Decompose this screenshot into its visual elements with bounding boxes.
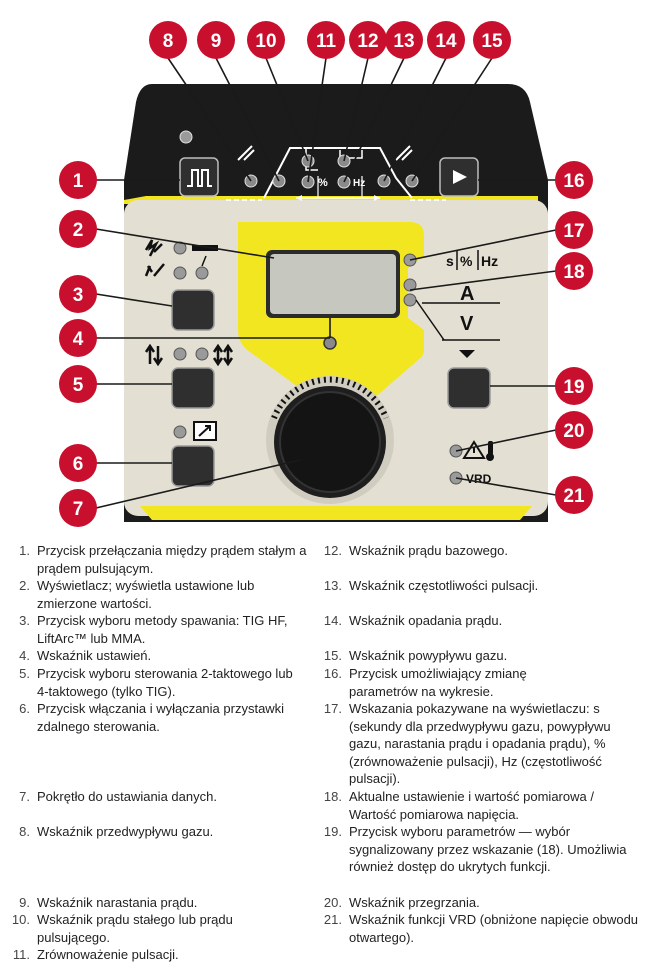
data-knob[interactable] [266, 376, 394, 504]
callout-4: 4 [59, 319, 97, 357]
pulse-mode-button[interactable] [179, 157, 219, 197]
play-arrow-icon [453, 170, 467, 184]
legend: 1.Przycisk przełączania między prądem st… [11, 543, 639, 962]
unit-percent-label: % [460, 253, 473, 269]
mma-icon [192, 245, 218, 251]
callout-6: 6 [59, 444, 97, 482]
svg-text:5: 5 [73, 375, 84, 396]
svg-text:3: 3 [73, 285, 84, 306]
accent-strip-bottom [140, 506, 532, 520]
graph-hz-label: Hz [353, 178, 365, 189]
volts-label: V [460, 313, 474, 335]
svg-text:19: 19 [563, 377, 584, 398]
callout-21: 21 [555, 476, 593, 514]
svg-text:14: 14 [435, 31, 457, 52]
svg-text:17: 17 [563, 221, 584, 242]
trigger-mode-button[interactable] [171, 367, 215, 409]
svg-text:15: 15 [481, 31, 503, 52]
callout-3: 3 [59, 275, 97, 313]
callout-badges: 8 9 10 11 12 13 14 15 1 2 3 4 5 6 7 16 1… [59, 21, 593, 527]
unit-s-label: s [446, 253, 454, 269]
svg-text:21: 21 [563, 486, 585, 507]
callout-13: 13 [385, 21, 423, 59]
warning-triangle-icon [462, 440, 486, 459]
callout-19: 19 [555, 367, 593, 405]
liftarc-icon [144, 263, 165, 277]
four-stroke-icon [212, 343, 234, 367]
control-panel-diagram: % Hz [59, 21, 593, 527]
svg-text:9: 9 [211, 31, 222, 52]
svg-text:4: 4 [73, 329, 84, 350]
callout-12: 12 [349, 21, 387, 59]
svg-text:13: 13 [393, 31, 414, 52]
svg-text:6: 6 [73, 454, 84, 475]
callout-7: 7 [59, 489, 97, 527]
svg-text:1: 1 [73, 171, 84, 192]
callout-20: 20 [555, 411, 593, 449]
graph-parameter-button[interactable] [439, 157, 479, 197]
callout-2: 2 [59, 210, 97, 248]
measurement-indicators: A V [403, 278, 500, 341]
trigger-mode-indicators [144, 343, 234, 367]
callout-5: 5 [59, 365, 97, 403]
remote-control-button[interactable] [171, 445, 215, 487]
display-unit-indicators: s % Hz [403, 250, 498, 270]
down-arrow-icon [459, 350, 475, 358]
callout-11: 11 [307, 21, 345, 59]
tig-hf-icon [144, 239, 163, 257]
two-stroke-icon [144, 343, 164, 367]
callout-1: 1 [59, 161, 97, 199]
remote-control-indicator [173, 421, 217, 441]
svg-text:11: 11 [316, 31, 337, 52]
svg-text:12: 12 [357, 31, 378, 52]
graph-percent-label: % [318, 177, 328, 189]
callout-9: 9 [197, 21, 235, 59]
svg-text:20: 20 [563, 421, 584, 442]
callout-10: 10 [247, 21, 285, 59]
svg-text:18: 18 [563, 262, 584, 283]
pulse-wave-icon [187, 169, 212, 187]
callout-8: 8 [149, 21, 187, 59]
callout-leaders [95, 57, 557, 509]
callout-15: 15 [473, 21, 511, 59]
welding-method-indicators [144, 239, 218, 280]
callout-16: 16 [555, 161, 593, 199]
amps-label: A [460, 283, 474, 305]
svg-text:10: 10 [255, 31, 276, 52]
welding-method-button[interactable] [171, 289, 215, 331]
callout-14: 14 [427, 21, 465, 59]
svg-text:8: 8 [163, 31, 174, 52]
parameter-select-button[interactable] [447, 367, 491, 409]
svg-text:16: 16 [563, 171, 584, 192]
callout-17: 17 [555, 211, 593, 249]
svg-text:2: 2 [73, 220, 84, 241]
vrd-indicator: VRD [449, 471, 492, 486]
svg-text:7: 7 [73, 499, 84, 520]
callout-18: 18 [555, 252, 593, 290]
unit-hz-label: Hz [481, 253, 498, 269]
